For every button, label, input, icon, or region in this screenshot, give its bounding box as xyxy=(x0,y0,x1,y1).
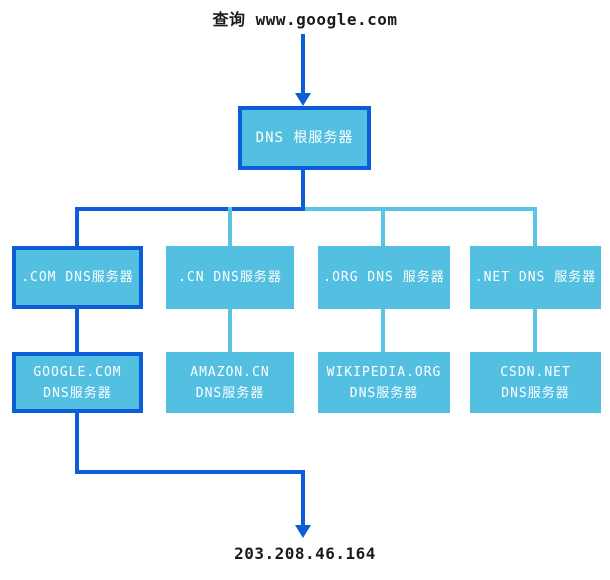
node-label: .CN DNS服务器 xyxy=(178,270,282,285)
node-auth-csdn: CSDN.NET DNS服务器 xyxy=(470,352,601,413)
node-label: .COM DNS服务器 xyxy=(21,270,134,285)
result-path-across xyxy=(75,470,305,474)
arrow-down-icon xyxy=(295,93,311,106)
result-path-down xyxy=(75,413,79,474)
drop-org xyxy=(381,207,385,246)
node-auth-amazon: AMAZON.CN DNS服务器 xyxy=(166,352,294,413)
node-label: DNS服务器 xyxy=(195,385,265,401)
node-domain: WIKIPEDIA.ORG xyxy=(326,364,442,380)
node-auth-wikipedia: WIKIPEDIA.ORG DNS服务器 xyxy=(318,352,450,413)
rail-right xyxy=(305,207,537,211)
node-tld-cn: .CN DNS服务器 xyxy=(166,246,294,309)
node-label: DNS服务器 xyxy=(43,385,112,401)
drop-com xyxy=(75,207,79,246)
rail-left-highlighted xyxy=(75,207,305,211)
drop-net xyxy=(533,207,537,246)
drop-cn xyxy=(228,207,232,246)
node-domain: AMAZON.CN xyxy=(190,364,270,380)
node-domain: CSDN.NET xyxy=(500,364,571,380)
result-path-final xyxy=(301,470,305,525)
arrow-down-icon xyxy=(295,525,311,538)
node-tld-net: .NET DNS 服务器 xyxy=(470,246,601,309)
node-label: .NET DNS 服务器 xyxy=(474,270,597,285)
node-label: DNS 根服务器 xyxy=(255,129,354,146)
node-label: DNS服务器 xyxy=(501,385,570,401)
resolved-ip: 203.208.46.164 xyxy=(234,544,376,563)
connector-org-wikipedia xyxy=(381,309,385,352)
connector-com-google xyxy=(75,309,79,352)
connector-root-stub xyxy=(301,170,305,211)
node-dns-root-server: DNS 根服务器 xyxy=(238,106,371,170)
node-domain: GOOGLE.COM xyxy=(33,364,122,380)
connector-cn-amazon xyxy=(228,309,232,352)
node-label: .ORG DNS 服务器 xyxy=(323,270,445,285)
connector-net-csdn xyxy=(533,309,537,352)
node-tld-org: .ORG DNS 服务器 xyxy=(318,246,450,309)
query-title: 查询 www.google.com xyxy=(212,10,398,29)
node-auth-google: GOOGLE.COM DNS服务器 xyxy=(12,352,143,413)
node-label: DNS服务器 xyxy=(349,385,419,401)
node-tld-com: .COM DNS服务器 xyxy=(12,246,143,309)
connector-query-to-root xyxy=(301,34,305,95)
